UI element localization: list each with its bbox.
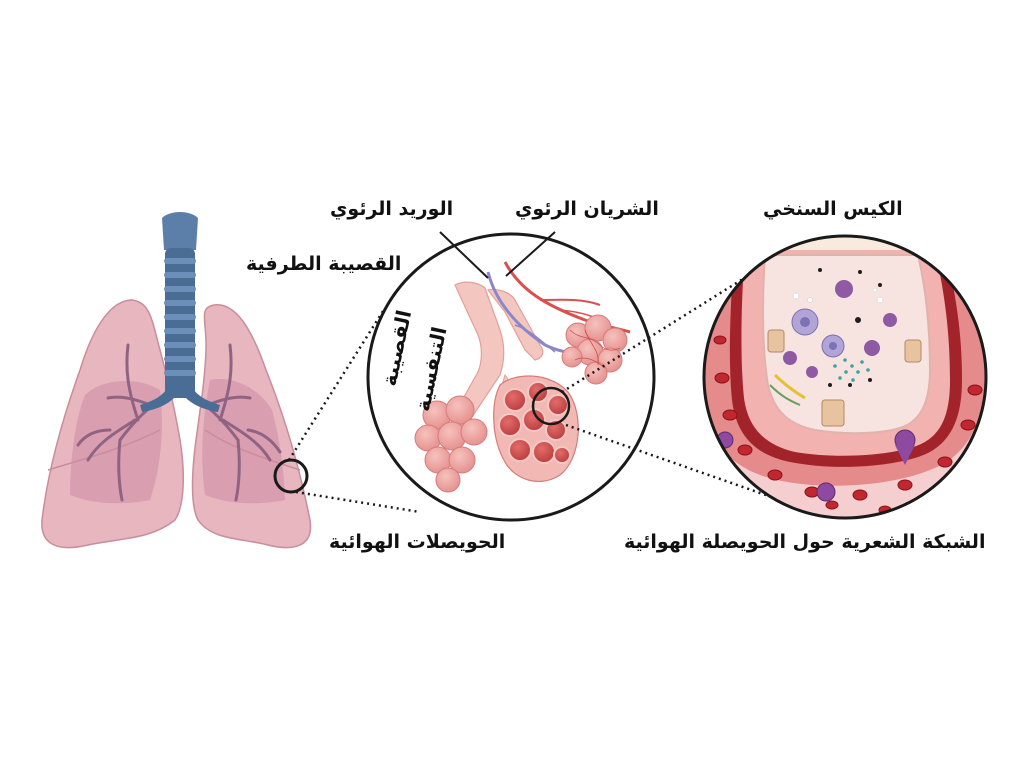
lung-zoom-circle [273,458,309,494]
label-connective-sac: الكيس السنخي [763,198,903,220]
lungs-illustration [41,212,312,549]
alveolus-zoom-circle [531,386,571,426]
label-alveoli: الحويصلات الهوائية [329,531,506,553]
bronchiole-detail [366,232,656,522]
label-pulmonary-artery: الشريان الرئوي [515,198,659,220]
zoom-connectors-right [561,260,781,502]
label-capillary-network: الشبكة الشعرية حول الحويصلة الهوائية [624,531,986,553]
vessel-leader-lines [439,231,556,279]
alveolus-detail-circle [702,234,988,520]
particles [818,268,882,387]
trachea [140,212,220,412]
label-terminal-bronchiole: القصيبة الطرفية [246,253,402,275]
epithelial-cells [767,329,922,427]
label-pulmonary-vein: الوريد الرئوي [330,198,454,220]
alveolus-detail [702,234,988,520]
immune-cells [716,280,916,502]
alveolar-sac-lower-left [414,395,488,493]
bronchiole-zoom-circle [366,232,656,522]
surfactant-dots [833,358,870,382]
